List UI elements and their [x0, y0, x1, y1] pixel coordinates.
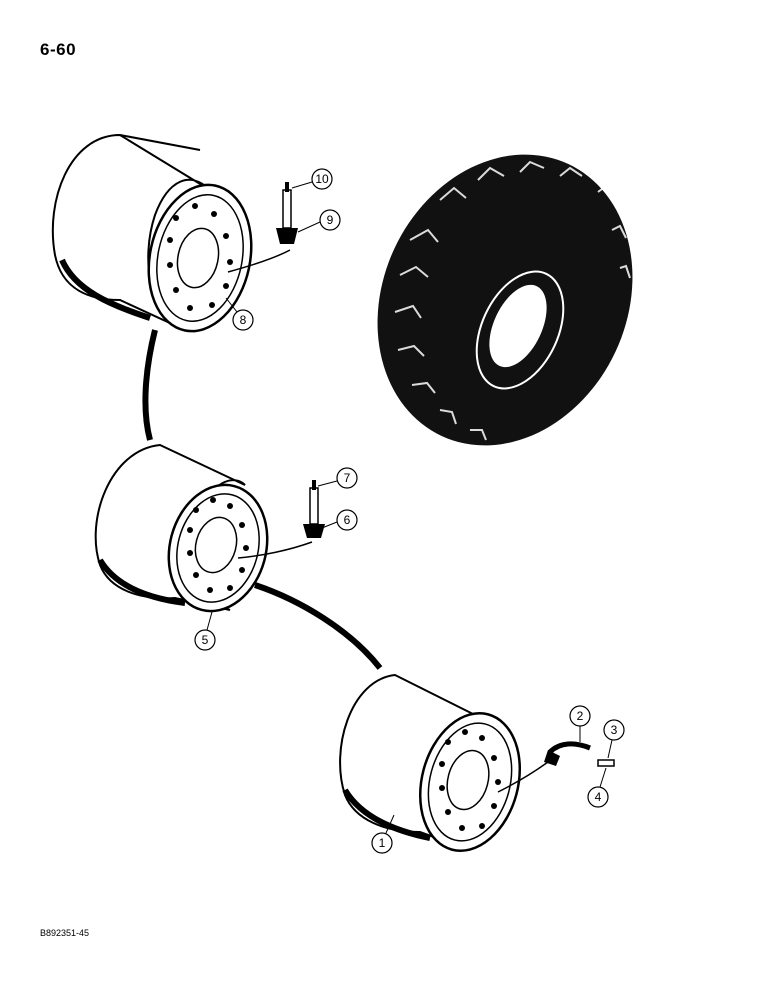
callout-10: 10 [291, 168, 333, 190]
wheel-rim-icon [94, 443, 269, 613]
callout-1: 1 [371, 814, 395, 854]
callout-4: 4 [587, 767, 609, 808]
svg-text:3: 3 [611, 723, 618, 737]
svg-text:8: 8 [240, 313, 247, 327]
callout-9: 9 [297, 209, 341, 233]
callout-8: 8 [225, 297, 254, 331]
svg-text:9: 9 [327, 213, 334, 227]
svg-text:4: 4 [595, 790, 602, 804]
valve-stem-icon [303, 480, 325, 538]
figure-code: B892351-45 [40, 928, 90, 938]
valve-stem-icon [276, 182, 298, 244]
svg-text:10: 10 [315, 172, 329, 186]
svg-text:6: 6 [344, 513, 351, 527]
svg-text:2: 2 [577, 709, 584, 723]
page-number: 6-60 [40, 40, 77, 59]
callout-3: 3 [603, 719, 625, 759]
callout-6: 6 [321, 509, 358, 531]
svg-text:7: 7 [344, 471, 351, 485]
callout-5: 5 [194, 611, 216, 651]
callout-7: 7 [317, 467, 358, 489]
wheel-rim-icon [51, 133, 253, 333]
tire-icon [377, 154, 633, 446]
callout-2: 2 [569, 705, 591, 742]
valve-stem-icon [544, 741, 615, 767]
svg-text:5: 5 [202, 633, 209, 647]
wheel-rim-icon [339, 673, 522, 852]
svg-text:1: 1 [379, 836, 386, 850]
